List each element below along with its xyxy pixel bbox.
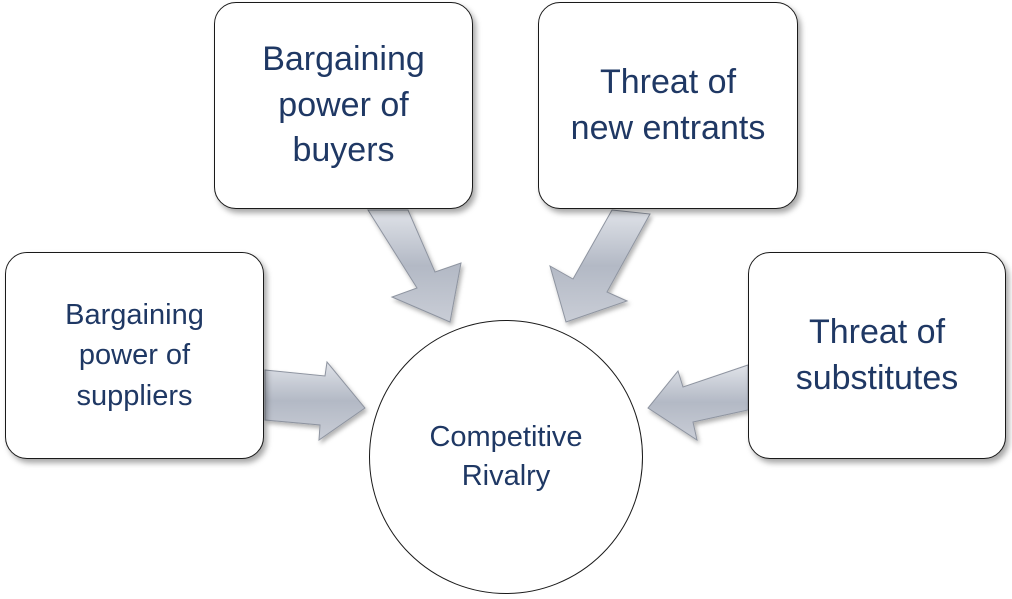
box-new-entrants: Threat of new entrants	[538, 2, 798, 209]
arrow-suppliers	[264, 360, 366, 442]
label-substitutes: Threat of substitutes	[795, 312, 959, 397]
center-circle: Competitive Rivalry	[369, 320, 643, 594]
box-suppliers: Bargaining power of suppliers	[5, 252, 264, 459]
box-substitutes: Threat of substitutes	[748, 252, 1006, 459]
arrow-substitutes	[647, 364, 749, 442]
arrow-buyers	[367, 209, 462, 323]
box-buyers: Bargaining power of buyers	[214, 2, 473, 209]
label-new-entrants: Threat of new entrants	[570, 62, 766, 147]
label-competitive-rivalry: Competitive Rivalry	[429, 420, 583, 492]
label-buyers: Bargaining power of buyers	[262, 39, 425, 170]
arrow-new-entrants	[549, 209, 651, 323]
label-suppliers: Bargaining power of suppliers	[65, 299, 204, 412]
